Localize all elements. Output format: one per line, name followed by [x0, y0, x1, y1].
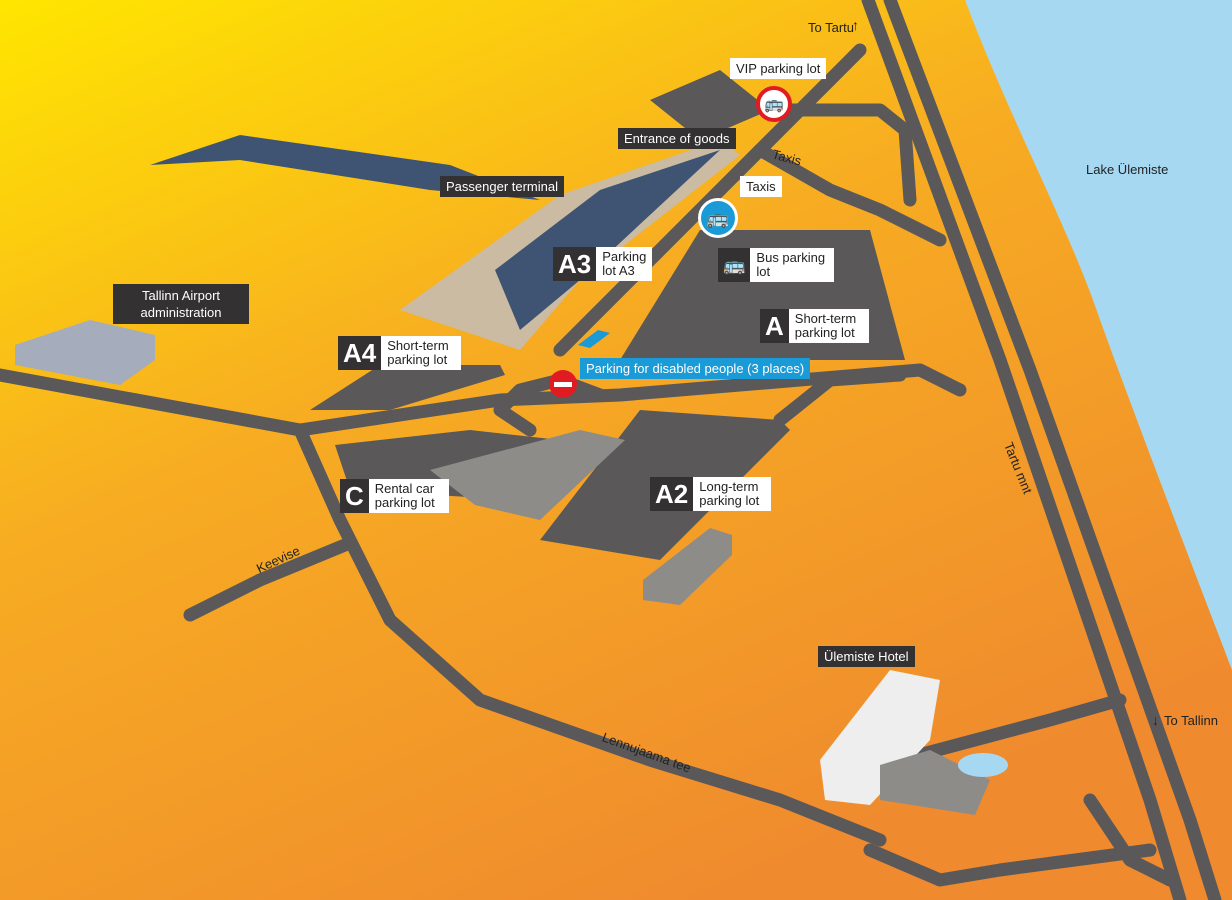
disabled-parking-spot — [578, 330, 610, 348]
arrow-up-icon: ↑ — [852, 17, 859, 33]
lot-a4-name: Short-term parking lot — [381, 336, 462, 370]
lot-a3: A3 Parking lot A3 — [553, 247, 653, 281]
lot-c: C Rental car parking lot — [340, 479, 449, 513]
lot-a: A Short-term parking lot — [760, 309, 869, 343]
administration-building — [15, 320, 155, 385]
arrow-down-icon: ↓ — [1152, 712, 1159, 728]
entrance-of-goods-label: Entrance of goods — [618, 128, 736, 149]
bus-icon: 🚌 — [718, 248, 751, 282]
bus-stop-icon: 🚌 — [698, 198, 738, 238]
lot-a3-code: A3 — [553, 247, 597, 281]
rental-building — [430, 430, 625, 520]
disabled-parking-label: Parking for disabled people (3 places) — [580, 358, 811, 379]
taxis-label: Taxis — [740, 176, 782, 197]
lake-ulemiste — [965, 0, 1232, 670]
to-tartu-label: To Tartu — [808, 20, 855, 35]
no-bus-icon: 🚌 — [756, 86, 792, 122]
to-tallinn-label: To Tallinn — [1164, 713, 1218, 728]
lot-a2-code: A2 — [650, 477, 694, 511]
lake-label: Lake Ülemiste — [1086, 162, 1169, 177]
lot-c-name: Rental car parking lot — [368, 479, 449, 513]
lot-a2: A2 Long-term parking lot — [650, 477, 772, 511]
bus-parking-label: Bus parking lot — [750, 248, 835, 282]
bus-parking-lot: 🚌 Bus parking lot — [718, 248, 835, 282]
lot-a2-name: Long-term parking lot — [693, 477, 772, 511]
vip-parking-label: VIP parking lot — [730, 58, 827, 79]
lot-a4: A4 Short-term parking lot — [338, 336, 462, 370]
lot-a-code: A — [760, 309, 789, 343]
passenger-terminal-label: Passenger terminal — [440, 176, 564, 197]
lot-a4-code: A4 — [338, 336, 382, 370]
hotel-building — [820, 670, 1008, 815]
lot-a3-name: Parking lot A3 — [596, 247, 653, 281]
no-entry-icon — [549, 370, 577, 398]
lot-c-code: C — [340, 479, 369, 513]
administration-label: Tallinn Airport administration — [113, 284, 249, 324]
long-term-building — [643, 528, 732, 605]
lot-a-name: Short-term parking lot — [788, 309, 869, 343]
hotel-label: Ülemiste Hotel — [818, 646, 915, 667]
